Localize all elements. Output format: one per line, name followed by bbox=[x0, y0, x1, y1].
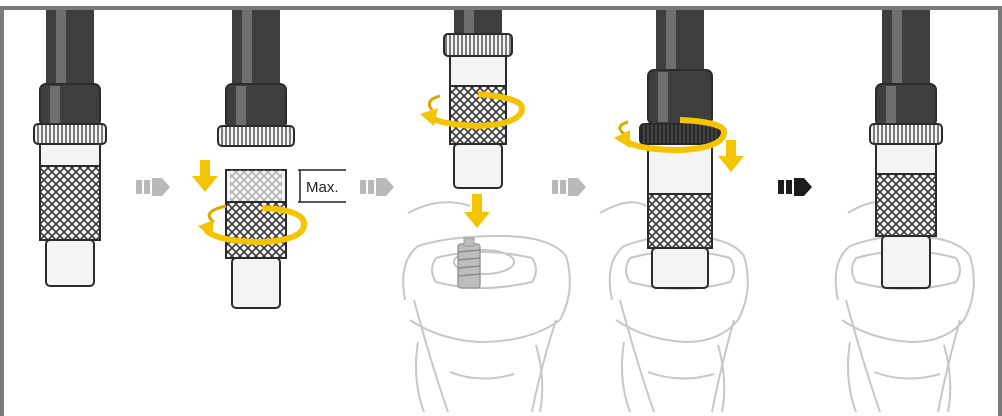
insert-down-arrow bbox=[464, 194, 490, 228]
frame-border bbox=[0, 6, 1002, 416]
valve-core bbox=[457, 237, 481, 289]
connector-step4 bbox=[639, 10, 721, 289]
connector-step2 bbox=[217, 10, 295, 309]
connector-step5 bbox=[869, 10, 943, 289]
max-label: Max. bbox=[306, 179, 339, 196]
transition-arrow-3 bbox=[552, 178, 586, 196]
push-down-arrow bbox=[192, 160, 218, 192]
valve-housing-step5 bbox=[834, 201, 975, 413]
push-down-arrow-step4 bbox=[718, 140, 744, 172]
max-gap-marker bbox=[298, 169, 346, 203]
transition-arrow-4 bbox=[778, 178, 812, 196]
connector-step3 bbox=[443, 10, 513, 189]
rotate-arrow-step4 bbox=[614, 117, 728, 154]
transition-arrow-1 bbox=[136, 178, 170, 196]
connector-step1 bbox=[33, 10, 107, 287]
rotate-arrow-step3 bbox=[420, 91, 526, 130]
transition-arrow-2 bbox=[360, 178, 394, 196]
rotate-arrow-step2 bbox=[198, 204, 308, 246]
valve-housing-step3 bbox=[402, 201, 571, 413]
